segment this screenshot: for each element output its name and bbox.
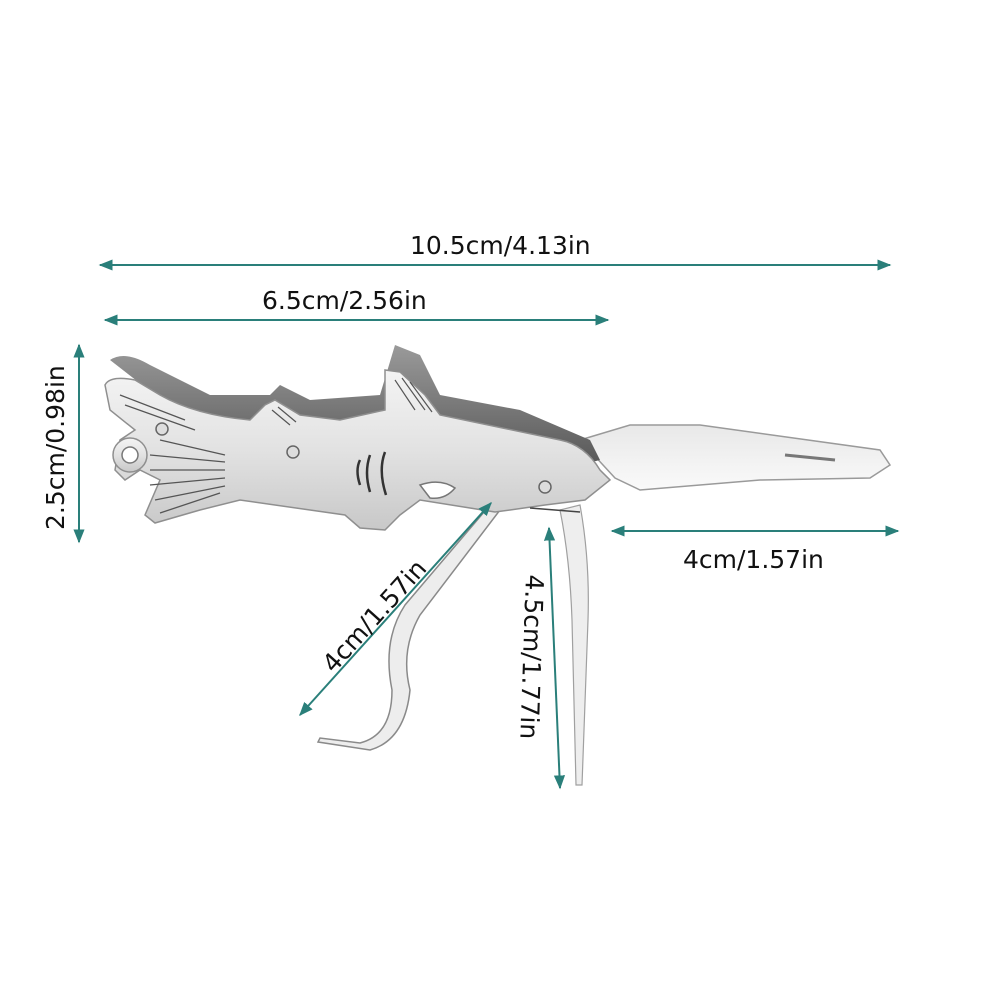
body-height-label: 2.5cm/0.98in [41, 365, 70, 530]
knife-length-label: 4cm/1.57in [683, 545, 824, 574]
body-length-label: 6.5cm/2.56in [262, 286, 427, 315]
pick-length-arrow [543, 526, 566, 790]
gill-lines [356, 451, 388, 496]
knife-blade [578, 424, 892, 491]
eye-rivet [538, 480, 552, 494]
hook-length-arrow [299, 501, 492, 717]
pick-tool [559, 504, 589, 786]
bottle-opener-slot [418, 481, 457, 500]
shark-body [104, 369, 612, 531]
pick-length-label: 4.5cm/1.77in [514, 574, 549, 740]
overall-length-label: 10.5cm/4.13in [410, 231, 591, 260]
rivet [155, 422, 169, 436]
dimension-arrows [73, 259, 900, 790]
rivet [286, 445, 300, 459]
tail-fin-lines [119, 394, 226, 514]
